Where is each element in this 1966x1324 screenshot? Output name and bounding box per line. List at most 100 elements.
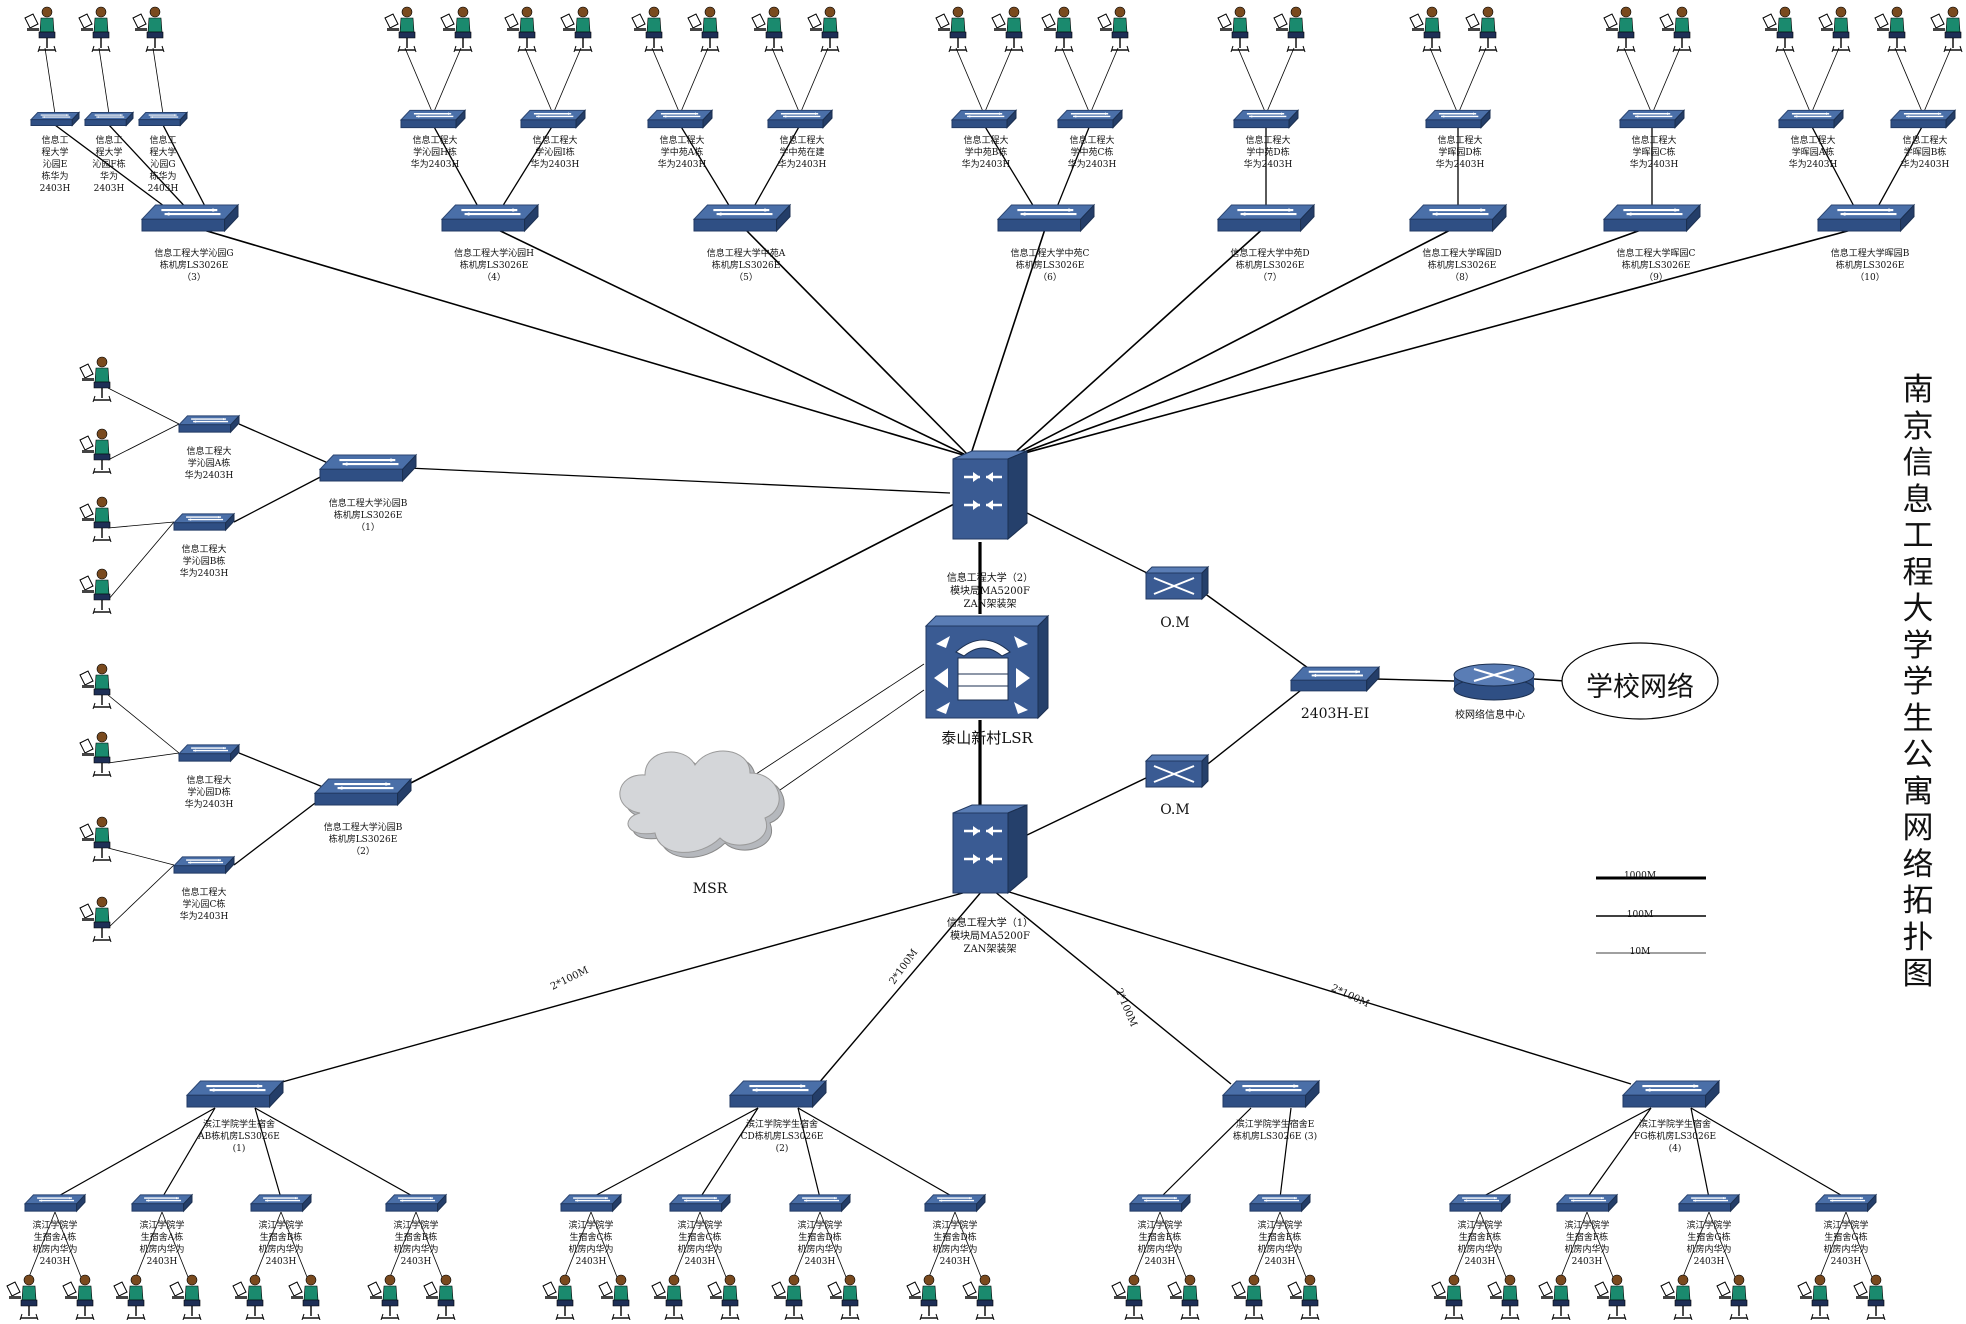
- user-pc-icon: [1041, 6, 1074, 53]
- agg-switch-label: 信息工程大学中苑A 栋机房LS3026E （5）: [706, 249, 786, 283]
- user-pc-icon: [78, 6, 111, 53]
- pc-link-line: [1061, 47, 1091, 115]
- access-switch-label: 滨江学院学 生宿舍F栋 机房内华为 2403H: [1457, 1221, 1503, 1267]
- access-switch-label: 信息工程大 学沁园D栋 华为2403H: [184, 776, 234, 810]
- om-bottom: [1144, 753, 1210, 789]
- agg-switch-label: 信息工程大学中苑D 栋机房LS3026E （7）: [1230, 249, 1310, 283]
- access-switch: [1555, 1193, 1619, 1213]
- access-switch-label: 信息工程大 学沁园I栋 华为2403H: [530, 136, 580, 170]
- access-switch: [1889, 109, 1957, 129]
- pc-link-line: [524, 47, 554, 115]
- pc-link-line: [107, 864, 175, 929]
- user-pc-icon: [1465, 6, 1498, 53]
- user-pc-icon: [79, 496, 112, 543]
- core-top-label: 信息工程大学（2） 模块局MA5200F ZAN架装架: [946, 573, 1034, 610]
- user-pc-icon: [1231, 1274, 1264, 1321]
- access-switch: [923, 1193, 987, 1213]
- access-switch: [172, 855, 236, 875]
- pc-link-line: [26, 1211, 56, 1283]
- user-pc-icon: [1167, 1274, 1200, 1321]
- sub-downlink-line: [1479, 1107, 1652, 1199]
- sub-uplink-line: [679, 124, 734, 213]
- sub-downlink-line: [54, 1107, 216, 1199]
- pc-link-line: [107, 521, 175, 601]
- user-pc-icon: [113, 1274, 146, 1321]
- agg-switch: [313, 777, 413, 807]
- access-switch: [1424, 109, 1492, 129]
- pc-link-line: [1451, 1211, 1481, 1283]
- access-switch: [1248, 1193, 1312, 1213]
- access-switch: [1618, 109, 1686, 129]
- core-bottom-label: 信息工程大学（1） 模块局MA5200F ZAN架装架: [946, 918, 1034, 955]
- user-pc-icon: [631, 6, 664, 53]
- diagram-title: 南京信息工程大学学生公寓网络拓扑图: [1902, 372, 1934, 992]
- pc-link-line: [955, 47, 985, 115]
- pc-link-line: [1845, 1211, 1875, 1283]
- access-switch-label: 信息工程大 学沁园B栋 华为2403H: [179, 545, 229, 579]
- agg-switch-label: 信息工程大学中苑C 栋机房LS3026E （6）: [1010, 249, 1090, 283]
- access-switch: [1232, 109, 1300, 129]
- user-pc-icon: [1111, 1274, 1144, 1321]
- agg-switch-label: 滨江学院学生宿舍 AB栋机房LS3026E (1): [198, 1120, 280, 1154]
- access-switch-label: 信息工程大 学沁园C栋 华为2403H: [179, 888, 229, 922]
- pc-link-line: [562, 1211, 592, 1283]
- agg-switch: [318, 453, 418, 483]
- user-pc-icon: [79, 356, 112, 403]
- access-switch-label: 信息工程大 学晖园B栋 华为2403H: [1900, 136, 1950, 170]
- pc-link-line: [107, 752, 180, 764]
- agg-switch-label: 滨江学院学生宿舍E 栋机房LS3026E (3): [1232, 1120, 1318, 1142]
- pc-link-line: [1817, 1211, 1847, 1283]
- access-switch-label: 信息工程大 学中苑C栋 华为2403H: [1067, 136, 1117, 170]
- agg-switch-label: 信息工程大学晖园D 栋机房LS3026E （8）: [1422, 249, 1502, 283]
- pc-link-line: [1159, 1211, 1189, 1283]
- pc-link-line: [1558, 1211, 1588, 1283]
- user-pc-icon: [906, 1274, 939, 1321]
- sub-downlink-line: [254, 1107, 282, 1199]
- user-pc-icon: [1409, 6, 1442, 53]
- pc-link-line: [651, 47, 681, 115]
- access-switch: [1677, 1193, 1741, 1213]
- user-pc-icon: [1594, 1274, 1627, 1321]
- user-pc-icon: [232, 1274, 265, 1321]
- user-pc-icon: [1097, 6, 1130, 53]
- user-pc-icon: [423, 1274, 456, 1321]
- sub-downlink-line: [161, 1107, 216, 1199]
- sub-downlink-line: [1159, 1107, 1252, 1199]
- pc-link-line: [590, 1211, 620, 1283]
- agg-switch-label: 滨江学院学生宿舍 FG栋机房LS3026E (4): [1633, 1120, 1717, 1154]
- access-switch: [399, 109, 467, 129]
- pc-link-line: [1457, 47, 1487, 115]
- router-label: 校网络信息中心: [1455, 710, 1525, 721]
- agg-switch-label: 信息工程大学沁园G 栋机房LS3026E （3）: [154, 249, 234, 283]
- access-switch: [137, 111, 189, 127]
- user-pc-icon: [935, 6, 968, 53]
- sub-uplink-line: [238, 752, 324, 788]
- agg-switch-2403h: [1289, 665, 1381, 693]
- pc-link-line: [983, 47, 1013, 115]
- link-line: [1024, 776, 1149, 837]
- agg-switch-label: 信息工程大学沁园B 栋机房LS3026E （2）: [323, 823, 403, 857]
- sub-downlink-line: [1279, 1107, 1292, 1199]
- access-switch-label: 信息工程大 学中苑B栋 华为2403H: [961, 136, 1011, 170]
- access-switch: [23, 1193, 87, 1213]
- pc-link-line: [671, 1211, 701, 1283]
- access-switch-label: 信息工程大 学沁园A栋 华为2403H: [184, 447, 234, 481]
- campus-network-label: 学校网络: [1586, 672, 1694, 703]
- agg-switch-label: 信息工程大学晖园B 栋机房LS3026E （10）: [1830, 249, 1910, 283]
- access-switch-label: 信息工程大 学中苑在建 华为2403H: [777, 136, 827, 170]
- user-pc-icon: [1797, 1274, 1830, 1321]
- agg-switch: [996, 203, 1096, 233]
- agg-switch: [692, 203, 792, 233]
- access-switch-label: 信息工 程大学 沁园F栋 华为 2403H: [92, 136, 126, 194]
- agg-switch: [1408, 203, 1508, 233]
- link-speed-label: 2*100M: [549, 965, 590, 993]
- pc-link-line: [1251, 1211, 1281, 1283]
- sub-uplink-line: [983, 124, 1038, 213]
- pc-link-line: [252, 1211, 282, 1283]
- user-pc-icon: [79, 731, 112, 778]
- user-pc-icon: [384, 6, 417, 53]
- user-pc-icon: [79, 816, 112, 863]
- user-pc-icon: [1273, 6, 1306, 53]
- access-switch: [1448, 1193, 1512, 1213]
- sub-downlink-line: [699, 1107, 759, 1199]
